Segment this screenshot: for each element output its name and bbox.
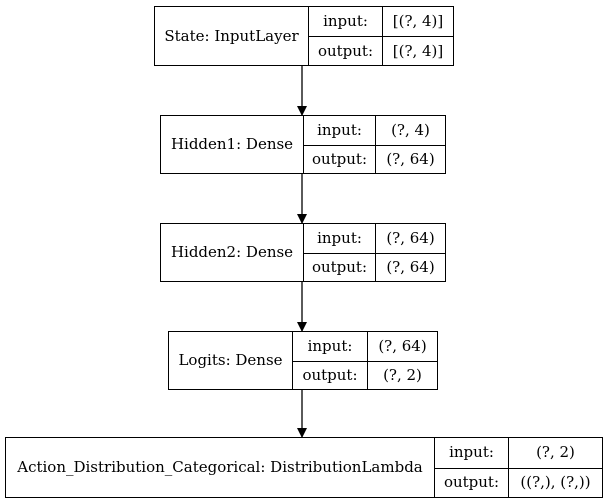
input-value: (?, 64) <box>378 336 427 355</box>
node-name: Hidden2: Dense <box>161 224 304 281</box>
node-hidden2-dense: Hidden2: Dense input: (?, 64) output: (?… <box>160 223 446 282</box>
input-value: (?, 2) <box>536 443 575 462</box>
input-row: input: (?, 2) <box>435 438 602 468</box>
input-label: input: <box>293 332 368 361</box>
input-value: (?, 4) <box>391 120 430 139</box>
output-row: output: (?, 64) <box>304 144 445 173</box>
output-row: output: (?, 64) <box>304 252 445 281</box>
node-state-inputlayer: State: InputLayer input: [(?, 4)] output… <box>154 6 454 66</box>
node-hidden1-dense: Hidden1: Dense input: (?, 4) output: (?,… <box>160 115 446 174</box>
output-label: output: <box>309 37 383 65</box>
input-value: (?, 64) <box>386 228 435 247</box>
output-label: output: <box>435 468 509 497</box>
input-row: input: (?, 4) <box>304 116 445 145</box>
output-value: [(?, 4)] <box>392 41 444 60</box>
output-row: output: [(?, 4)] <box>309 36 453 65</box>
input-label: input: <box>435 438 509 468</box>
io-table: input: (?, 2) output: ((?,), (?,)) <box>435 438 602 497</box>
input-row: input: [(?, 4)] <box>309 7 453 36</box>
output-value: (?, 2) <box>383 365 422 384</box>
input-row: input: (?, 64) <box>304 224 445 253</box>
input-label: input: <box>304 116 376 145</box>
input-value: [(?, 4)] <box>392 12 444 30</box>
output-label: output: <box>304 253 376 281</box>
node-name: Action_Distribution_Categorical: Distrib… <box>6 438 435 497</box>
output-value: (?, 64) <box>386 149 435 168</box>
input-label: input: <box>309 7 383 36</box>
io-table: input: (?, 64) output: (?, 2) <box>293 332 437 389</box>
node-action-distribution: Action_Distribution_Categorical: Distrib… <box>5 437 603 498</box>
output-row: output: (?, 2) <box>293 360 437 389</box>
output-label: output: <box>304 145 376 173</box>
node-name: Hidden1: Dense <box>161 116 304 173</box>
output-label: output: <box>293 361 368 389</box>
node-name: State: InputLayer <box>155 7 309 65</box>
input-label: input: <box>304 224 376 253</box>
input-row: input: (?, 64) <box>293 332 437 361</box>
node-name: Logits: Dense <box>169 332 293 389</box>
io-table: input: (?, 4) output: (?, 64) <box>304 116 445 173</box>
node-logits-dense: Logits: Dense input: (?, 64) output: (?,… <box>168 331 438 390</box>
output-value: ((?,), (?,)) <box>520 473 591 492</box>
output-row: output: ((?,), (?,)) <box>435 467 602 497</box>
io-table: input: (?, 64) output: (?, 64) <box>304 224 445 281</box>
output-value: (?, 64) <box>386 257 435 276</box>
io-table: input: [(?, 4)] output: [(?, 4)] <box>309 7 453 65</box>
